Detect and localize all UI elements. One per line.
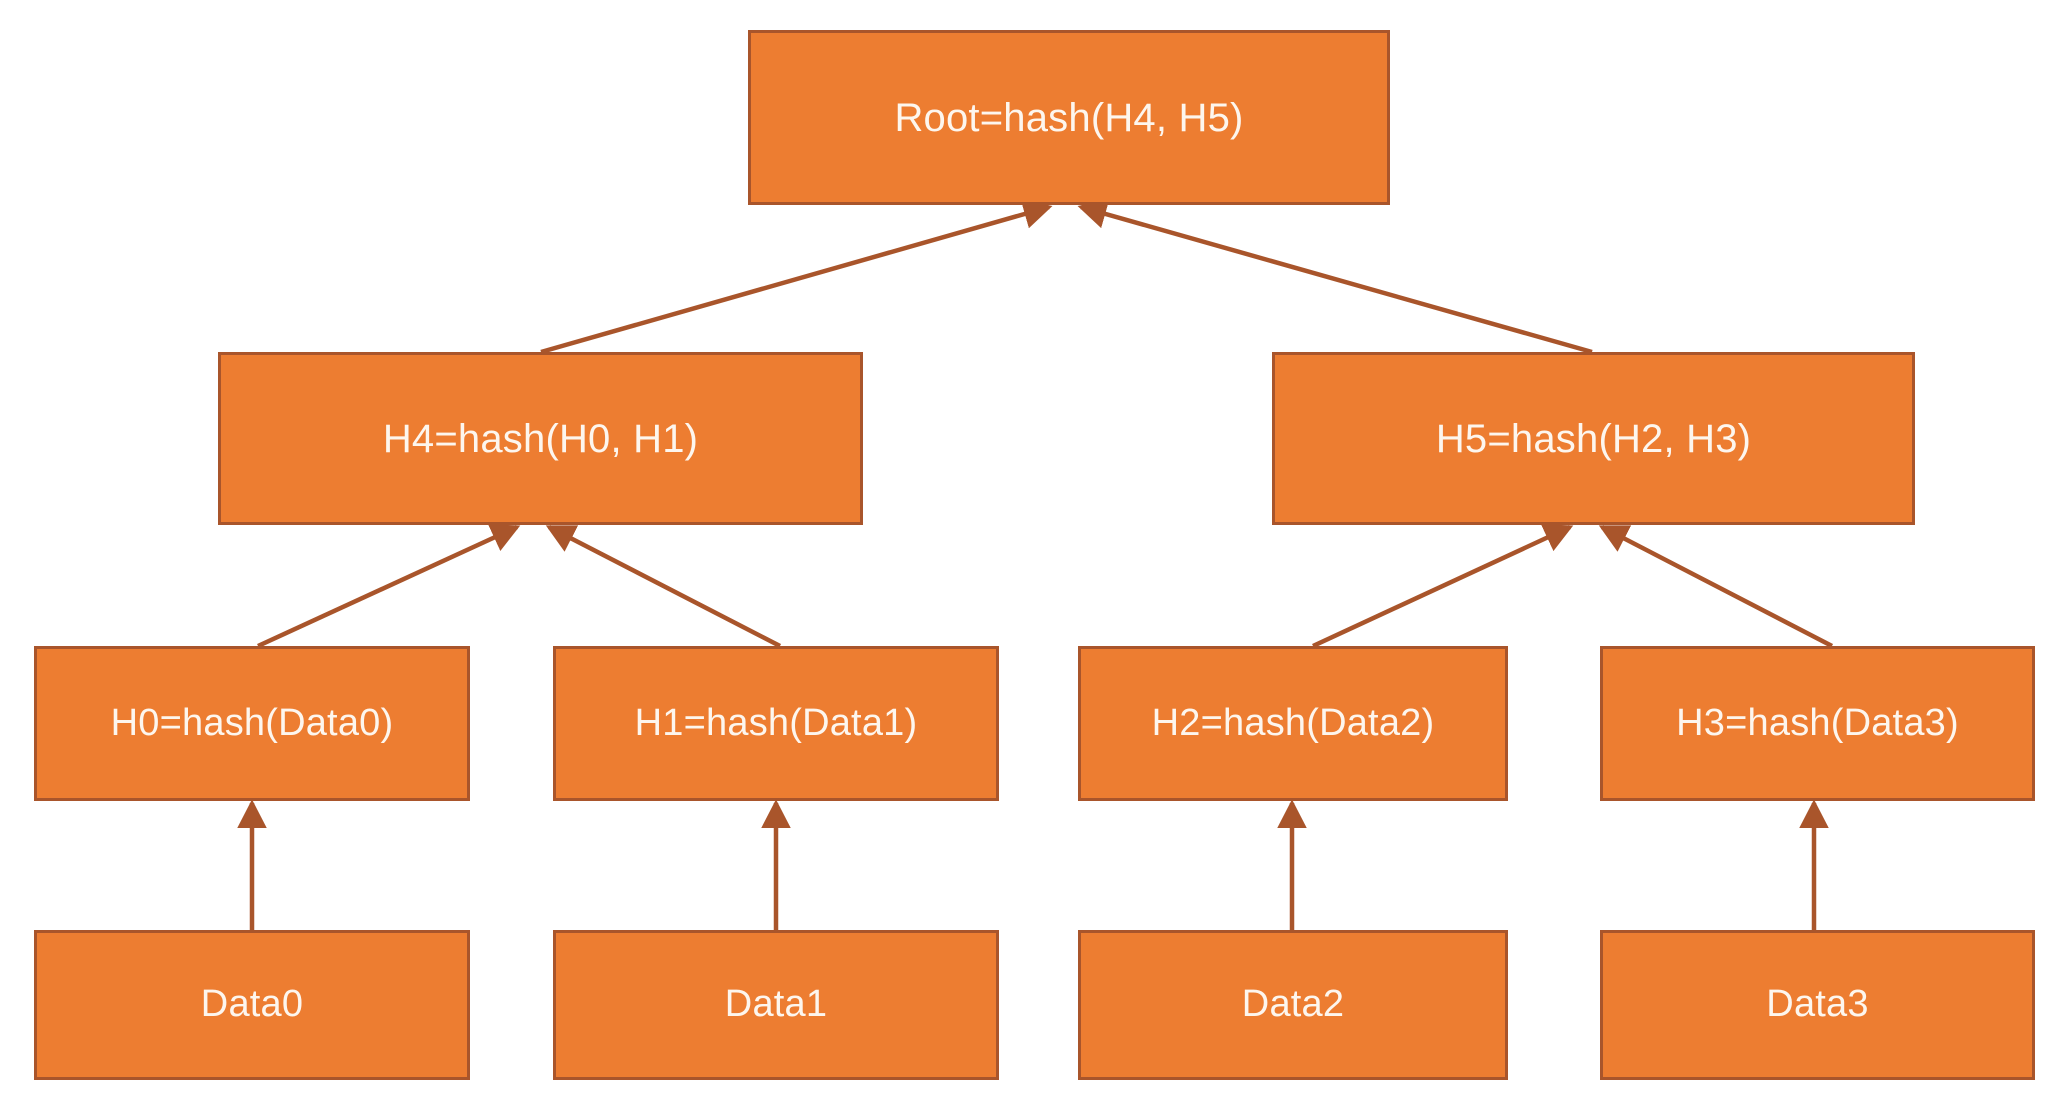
- node-h0[interactable]: H0=hash(Data0): [34, 646, 470, 801]
- node-h4-label: H4=hash(H0, H1): [382, 416, 699, 461]
- edge-h5-root: [1077, 199, 1593, 355]
- node-data1[interactable]: Data1: [553, 930, 999, 1080]
- node-data0[interactable]: Data0: [34, 930, 470, 1080]
- node-h5-label: H5=hash(H2, H3): [1435, 416, 1752, 461]
- node-h1-label: H1=hash(Data1): [634, 701, 918, 744]
- node-h4[interactable]: H4=hash(H0, H1): [218, 352, 863, 525]
- edge-h1-h4: [545, 524, 782, 649]
- edge-h3-h5: [1598, 525, 1834, 648]
- node-h0-label: H0=hash(Data0): [110, 701, 394, 744]
- edge-h0-h4: [257, 524, 521, 649]
- node-root[interactable]: Root=hash(H4, H5): [748, 30, 1390, 205]
- edge-h2-h5: [1312, 524, 1574, 649]
- node-h5[interactable]: H5=hash(H2, H3): [1272, 352, 1915, 525]
- node-data2-label: Data2: [1241, 983, 1345, 1026]
- node-h2[interactable]: H2=hash(Data2): [1078, 646, 1508, 801]
- node-data0-label: Data0: [200, 983, 304, 1026]
- edge-h4-root: [540, 199, 1053, 355]
- node-h2-label: H2=hash(Data2): [1151, 701, 1435, 744]
- node-root-label: Root=hash(H4, H5): [894, 95, 1244, 140]
- node-data1-label: Data1: [724, 983, 828, 1026]
- node-data3[interactable]: Data3: [1600, 930, 2035, 1080]
- node-h1[interactable]: H1=hash(Data1): [553, 646, 999, 801]
- node-h3[interactable]: H3=hash(Data3): [1600, 646, 2035, 801]
- node-data2[interactable]: Data2: [1078, 930, 1508, 1080]
- node-data3-label: Data3: [1766, 983, 1869, 1026]
- node-h3-label: H3=hash(Data3): [1676, 701, 1959, 744]
